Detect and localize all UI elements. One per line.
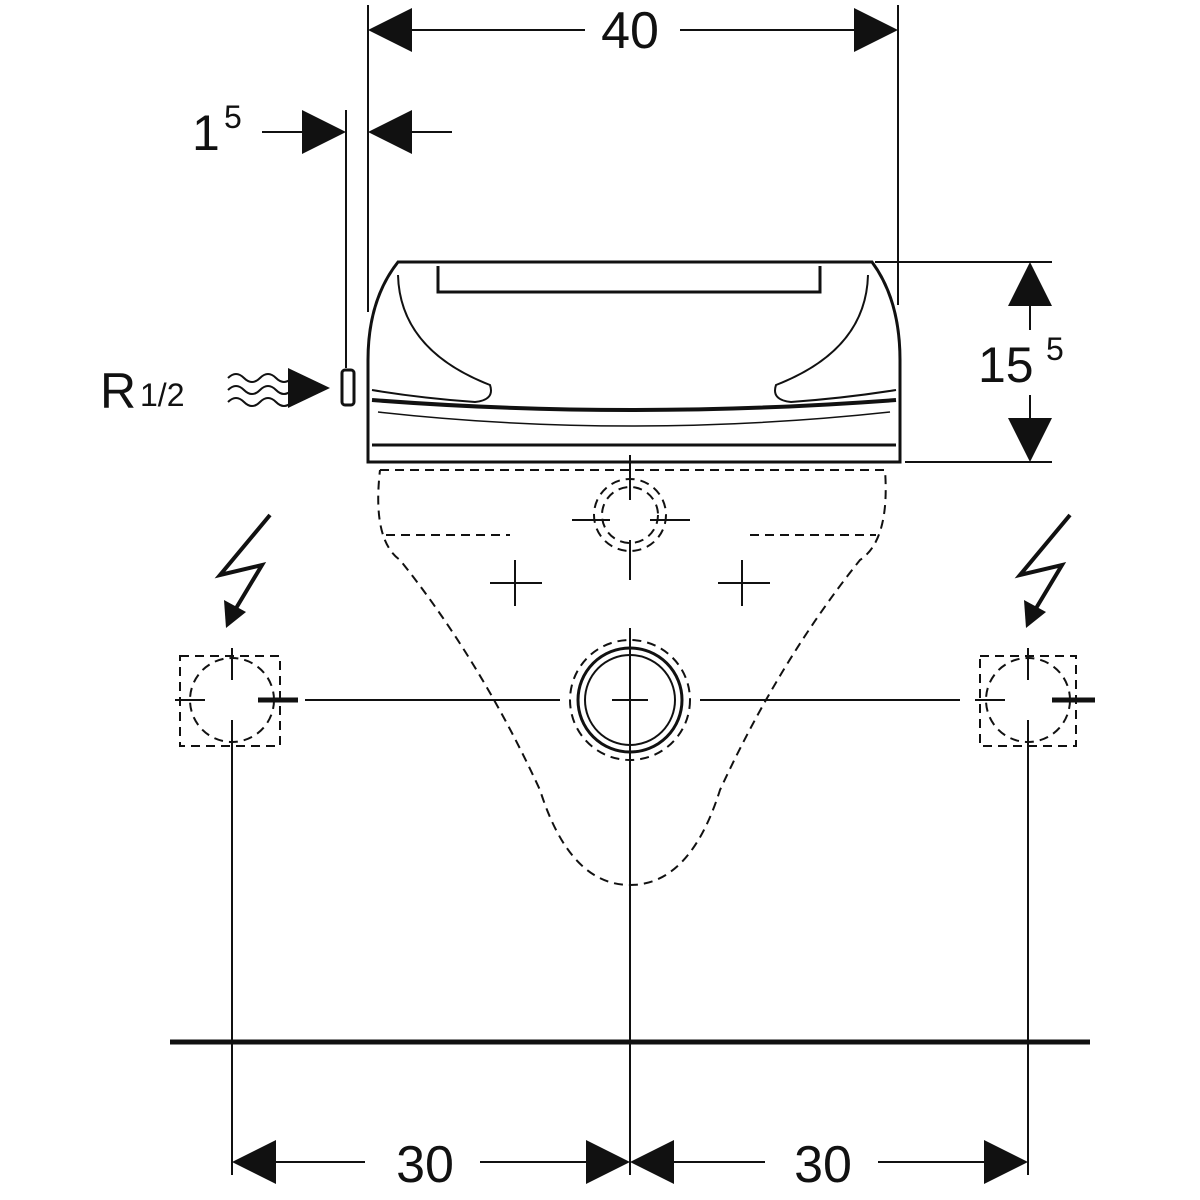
spacing-dimensions — [232, 1140, 1028, 1184]
width-dimension-label: 40 — [601, 2, 659, 60]
arrow-right-icon — [288, 368, 330, 408]
offset-dimension-base: 1 — [192, 105, 220, 161]
electrical-lightning-icon — [1014, 513, 1072, 628]
arrow-right-icon — [984, 1140, 1028, 1184]
drain-pipe-inner — [584, 654, 676, 746]
left-spacing-label: 30 — [396, 1136, 454, 1194]
bowl-outline-dashed — [179, 469, 1077, 887]
right-spacing-label: 30 — [794, 1136, 852, 1194]
arrow-left-icon — [368, 110, 412, 154]
arrow-right-icon — [302, 110, 346, 154]
arrow-right-icon — [854, 8, 898, 52]
water-connector — [340, 368, 356, 407]
height-dimension-sup: 5 — [1046, 331, 1064, 367]
drain-pipe — [576, 646, 684, 754]
width-dimension — [367, 5, 899, 312]
height-dimension-base: 15 — [978, 337, 1034, 393]
water-connection-size: 1/2 — [140, 377, 184, 413]
electrical-lightning-icon — [214, 513, 272, 628]
water-connection-label: R — [100, 363, 136, 419]
arrow-left-icon — [630, 1140, 674, 1184]
arrow-up-icon — [1008, 262, 1052, 306]
offset-dimension-sup: 5 — [224, 99, 242, 135]
seat-unit-outline — [340, 260, 902, 464]
water-inlet-symbol — [227, 368, 330, 408]
arrow-down-icon — [1008, 418, 1052, 462]
arrow-right-icon — [586, 1140, 630, 1184]
arrow-left-icon — [368, 8, 412, 52]
centerlines — [175, 455, 1095, 1175]
arrow-left-icon — [232, 1140, 276, 1184]
offset-dimension — [262, 110, 452, 368]
height-dimension — [875, 261, 1052, 463]
